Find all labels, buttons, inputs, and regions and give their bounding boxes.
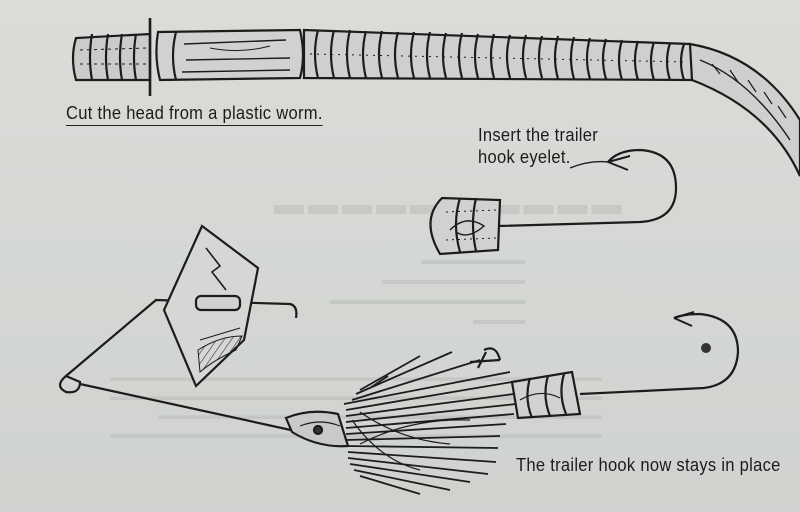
trailer-hook-barb xyxy=(607,155,631,171)
spinner-blade xyxy=(162,224,260,388)
trailer-hook xyxy=(497,148,678,228)
main-hook xyxy=(469,347,502,369)
pointer-arrow xyxy=(569,160,609,169)
hook-shank-mark xyxy=(701,343,711,353)
caption-cut-head: Cut the head from a plastic worm. xyxy=(66,102,323,126)
worm-ribbed-body xyxy=(302,28,697,82)
worm-tail xyxy=(688,42,800,177)
spinnerbait xyxy=(58,224,740,495)
trailer-hook-on-bait xyxy=(579,312,740,396)
jig-head xyxy=(284,410,350,448)
trailer-hook-diagram xyxy=(429,148,678,256)
line-tie-loop xyxy=(58,374,82,394)
lower-wire xyxy=(79,382,301,434)
worm-collar xyxy=(155,28,305,82)
rubber-skirt xyxy=(343,351,517,495)
worm-head-segment xyxy=(71,32,152,82)
trailer-on-hook xyxy=(510,370,582,420)
plastic-worm xyxy=(71,18,800,177)
trailer-hook-on-bait-barb xyxy=(673,311,695,327)
spinnerbait-wire-arm xyxy=(65,298,298,377)
caption-insert-line-2: hook eyelet. xyxy=(478,147,571,167)
caption-insert-eyelet: Insert the trailer hook eyelet. xyxy=(478,124,598,168)
caption-stays-in-place: The trailer hook now stays in place xyxy=(516,455,781,475)
worm-head-piece xyxy=(429,196,502,256)
caption-insert-line-1: Insert the trailer xyxy=(478,125,599,145)
